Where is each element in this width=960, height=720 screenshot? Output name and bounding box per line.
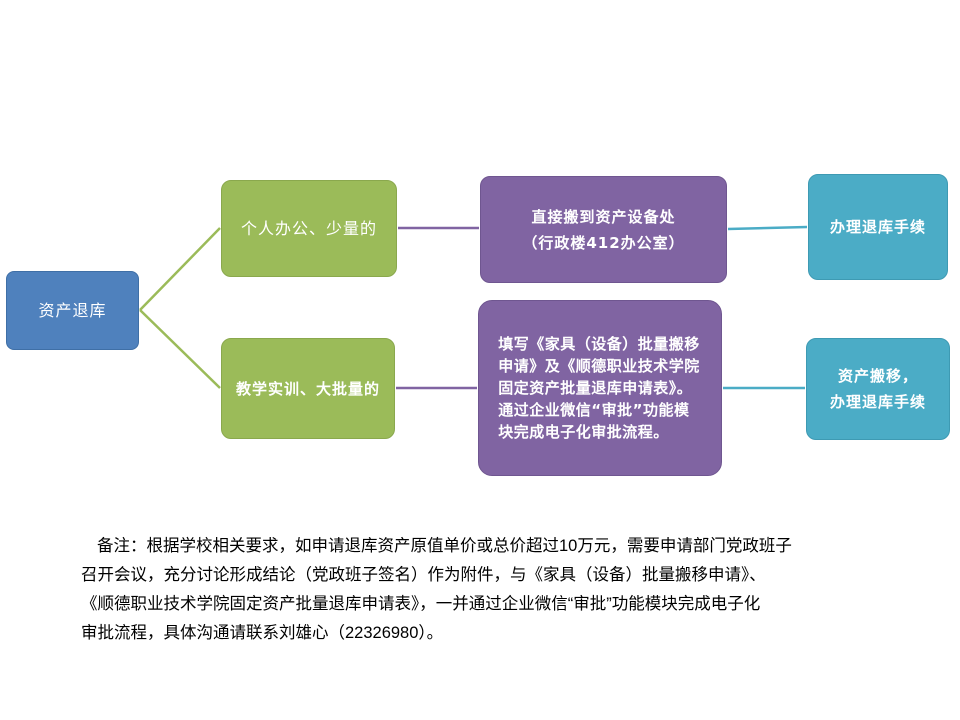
branch-small-label: 个人办公、少量的 xyxy=(240,218,377,238)
action-node-large: 填写《家具（设备）批量搬移 申请》及《顺德职业技术学院 固定资产批量退库申请表》… xyxy=(478,300,722,476)
connector-action-to-result-small xyxy=(727,225,808,231)
connector-root-to-large xyxy=(139,309,221,389)
branch-node-large: 教学实训、大批量的 xyxy=(221,338,395,439)
action-small-line: 直接搬到资产设备处 xyxy=(531,207,676,226)
result-small-line: 办理退库手续 xyxy=(829,218,926,236)
action-large-line: 通过企业微信“审批”功能模 xyxy=(498,401,690,419)
action-large-line: 块完成电子化审批流程。 xyxy=(498,423,669,441)
connector-root-to-small xyxy=(139,227,221,311)
remark-line: 备注：根据学校相关要求，如申请退库资产原值单价或总价超过10万元，需要申请部门党… xyxy=(97,537,792,555)
result-node-large: 资产搬移， 办理退库手续 xyxy=(806,338,950,440)
branch-node-small: 个人办公、少量的 xyxy=(221,180,397,277)
result-large-line: 资产搬移， xyxy=(837,367,918,385)
result-node-small: 办理退库手续 xyxy=(808,174,948,280)
remark-line: 《顺德职业技术学院固定资产批量退库申请表》，一并通过企业微信“审批”功能模块完成… xyxy=(81,595,761,613)
action-node-small: 直接搬到资产设备处 （行政楼412办公室） xyxy=(480,176,727,283)
remark-paragraph: 备注：根据学校相关要求，如申请退库资产原值单价或总价超过10万元，需要申请部门党… xyxy=(81,532,901,648)
remark-line: 审批流程，具体沟通请联系刘雄心（22326980）。 xyxy=(81,624,444,642)
root-node-label: 资产退库 xyxy=(38,300,107,320)
branch-large-label: 教学实训、大批量的 xyxy=(235,379,380,398)
action-small-line: （行政楼412办公室） xyxy=(522,233,685,252)
remark-line: 召开会议，充分讨论形成结论（党政班子签名）作为附件，与《家具（设备）批量搬移申请… xyxy=(81,566,766,584)
root-node-asset-return: 资产退库 xyxy=(6,271,139,350)
action-large-line: 填写《家具（设备）批量搬移 xyxy=(498,335,700,353)
action-large-line: 固定资产批量退库申请表》。 xyxy=(498,379,693,397)
result-large-line: 办理退库手续 xyxy=(829,393,926,411)
action-large-line: 申请》及《顺德职业技术学院 xyxy=(498,357,700,375)
